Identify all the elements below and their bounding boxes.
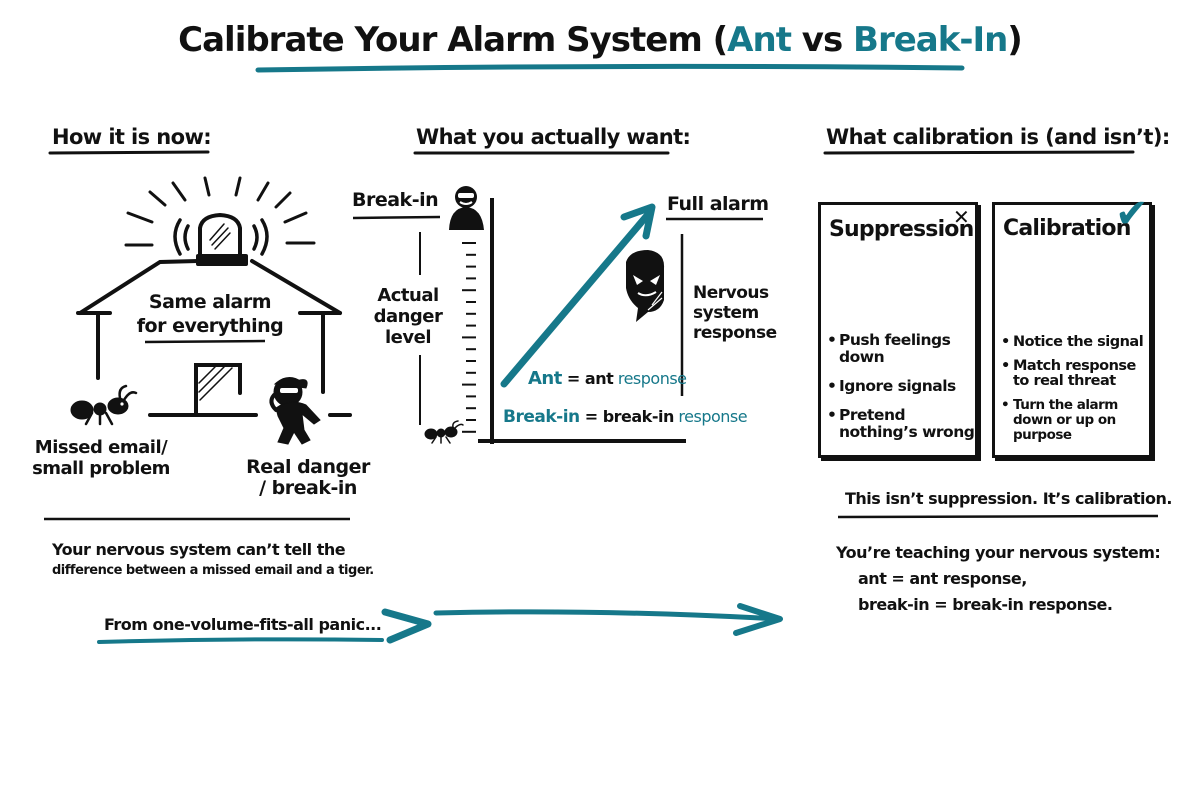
ant-equation: Ant = ant response xyxy=(528,368,687,389)
full-alarm-label: Full alarm xyxy=(667,193,769,215)
breakin-eq-equals: = xyxy=(579,407,603,426)
y-axis-ticks xyxy=(462,242,476,433)
left-caption-line2: difference between a missed email and a … xyxy=(52,563,374,578)
title-ant: Ant xyxy=(727,20,792,60)
suppression-item: Push feelings down xyxy=(827,332,975,366)
title-underline xyxy=(255,63,965,73)
check-mark-icon: ✔ xyxy=(1115,191,1149,237)
house-caption: Same alarm for everything xyxy=(120,290,300,338)
title-main: Calibrate Your Alarm System ( xyxy=(178,20,728,60)
y-axis-label-line3: level xyxy=(385,327,432,348)
masked-burglar-icon xyxy=(449,186,484,230)
long-arrow-icon xyxy=(433,603,783,636)
burglar-label: Real danger / break-in xyxy=(238,457,378,499)
calibration-list: Notice the signal Match response to real… xyxy=(1001,335,1149,452)
calibration-item: Turn the alarm down or up on purpose xyxy=(1001,398,1149,443)
siren-icon xyxy=(124,176,316,266)
title-suffix: ) xyxy=(1007,20,1023,60)
calibration-title: Calibration xyxy=(1003,216,1131,241)
ant-icon xyxy=(424,420,464,444)
burglar-icon xyxy=(269,377,321,445)
y-axis-label-line1: Actual xyxy=(377,285,439,306)
y-axis-label-line2: danger xyxy=(373,306,443,327)
title-breakin: Break-In xyxy=(853,20,1008,60)
tagline: This isn’t suppression. It’s calibration… xyxy=(845,489,1172,508)
from-label: From one-volume-fits-all panic... xyxy=(104,615,382,634)
burglar-label-line1: Real danger xyxy=(246,456,370,478)
ant-eq-ant-lower: ant xyxy=(584,369,614,388)
title-vs: vs xyxy=(790,20,854,60)
ant-eq-response: response xyxy=(613,369,687,388)
response-axis-label-line3: response xyxy=(693,323,777,343)
tagline-underline xyxy=(837,514,1159,519)
suppression-item: Pretend nothing’s wrong xyxy=(827,407,975,441)
teaching-line3: break-in = break-in response. xyxy=(858,595,1113,614)
breakin-top-label: Break-in xyxy=(352,189,439,211)
from-label-underline xyxy=(97,637,384,644)
calibration-item: Match response to real threat xyxy=(1001,359,1149,389)
right-heading: What calibration is (and isn’t): xyxy=(826,125,1170,149)
breakin-equation: Break-in = break-in response xyxy=(503,406,748,428)
suppression-title: Suppression xyxy=(829,217,974,242)
ant-eq-equals: = xyxy=(561,369,585,388)
everything-underline xyxy=(144,339,266,344)
teaching-line1: You’re teaching your nervous system: xyxy=(836,543,1161,562)
trend-arrow-icon xyxy=(500,203,656,388)
ant-label-line2: small problem xyxy=(32,458,170,479)
suppression-box: Suppression ✕ Push feelings down Ignore … xyxy=(818,202,978,458)
burglar-label-line2: / break-in xyxy=(259,477,357,499)
ant-label: Missed email/ small problem xyxy=(26,437,176,479)
breakin-eq-response: response xyxy=(673,407,748,426)
suppression-list: Push feelings down Ignore signals Preten… xyxy=(827,332,975,453)
page-title: Calibrate Your Alarm System (Ant vs Brea… xyxy=(0,20,1200,60)
house-caption-line2: for everything xyxy=(136,315,284,337)
response-axis-label: Nervous system response xyxy=(693,283,777,343)
calibration-box: Calibration ✔ Notice the signal Match re… xyxy=(992,191,1152,458)
mask-face-icon xyxy=(626,250,665,322)
ant-eq-ant: Ant xyxy=(528,368,562,389)
breakin-eq-breakin: Break-in xyxy=(503,407,580,427)
house-icon xyxy=(76,259,352,417)
teaching-line2: ant = ant response, xyxy=(858,569,1027,588)
middle-heading: What you actually want: xyxy=(416,125,691,149)
ant-icon xyxy=(70,384,138,426)
response-axis-label-line1: Nervous xyxy=(693,283,769,303)
left-heading: How it is now: xyxy=(52,125,212,149)
left-heading-underline xyxy=(48,150,210,155)
house-caption-line1: Same alarm xyxy=(148,291,272,313)
small-arrow-icon xyxy=(381,608,432,644)
calibration-item: Notice the signal xyxy=(1001,335,1149,351)
y-axis-label: Actual danger level xyxy=(368,285,448,348)
cross-mark-icon: ✕ xyxy=(953,205,970,229)
breakin-label-underline xyxy=(352,215,441,220)
teaching-text: You’re teaching your nervous system: ant… xyxy=(836,540,1161,618)
breakin-eq-breakin-lower: break-in xyxy=(602,407,675,426)
response-axis-label-line2: system xyxy=(693,303,759,323)
left-caption: Your nervous system can’t tell the diffe… xyxy=(52,539,374,581)
left-caption-line1: Your nervous system can’t tell the xyxy=(52,540,346,559)
right-heading-underline xyxy=(823,150,1135,155)
ant-label-line1: Missed email/ xyxy=(34,437,168,458)
suppression-item: Ignore signals xyxy=(827,378,975,396)
